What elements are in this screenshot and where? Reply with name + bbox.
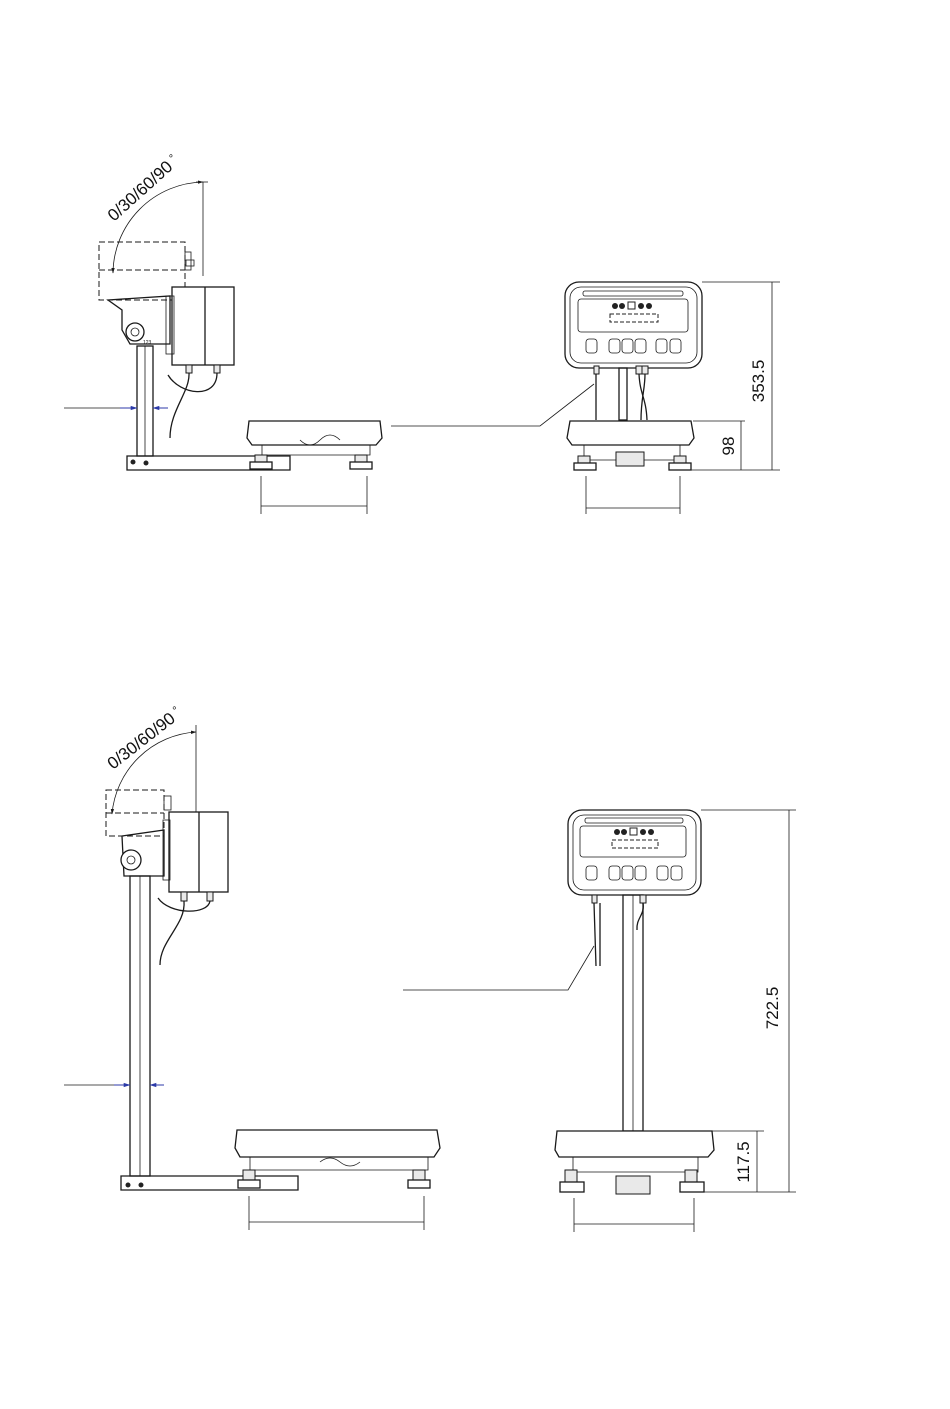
bottom-tilt-knob	[121, 850, 141, 870]
bottom-base-height: 117.5	[734, 1141, 753, 1182]
bottom-total-height: 722.5	[763, 987, 782, 1030]
top-base-height: 98	[719, 437, 738, 456]
top-side-feet	[250, 455, 372, 469]
bottom-side-feet	[238, 1170, 430, 1188]
bottom-side-view: 0/30/60/90°	[64, 704, 440, 1230]
bottom-platform	[235, 1130, 440, 1157]
top-indicator-front	[565, 282, 702, 368]
bottom-tilt-angle-label: 0/30/60/90°	[104, 704, 186, 774]
top-tilt-knob	[126, 323, 144, 341]
top-side-view: 0/30/60/90° 123	[64, 151, 382, 514]
bottom-base-beam	[121, 1176, 298, 1190]
bottom-indicator-tilted-ghost	[106, 790, 171, 836]
top-front-view	[391, 282, 780, 514]
bottom-platform-front	[555, 1131, 714, 1157]
svg-text:123: 123	[143, 340, 152, 346]
top-platform-front	[567, 421, 694, 445]
top-platform	[247, 421, 382, 445]
top-total-height: 353.5	[749, 360, 768, 403]
top-indicator-housing	[172, 287, 234, 365]
